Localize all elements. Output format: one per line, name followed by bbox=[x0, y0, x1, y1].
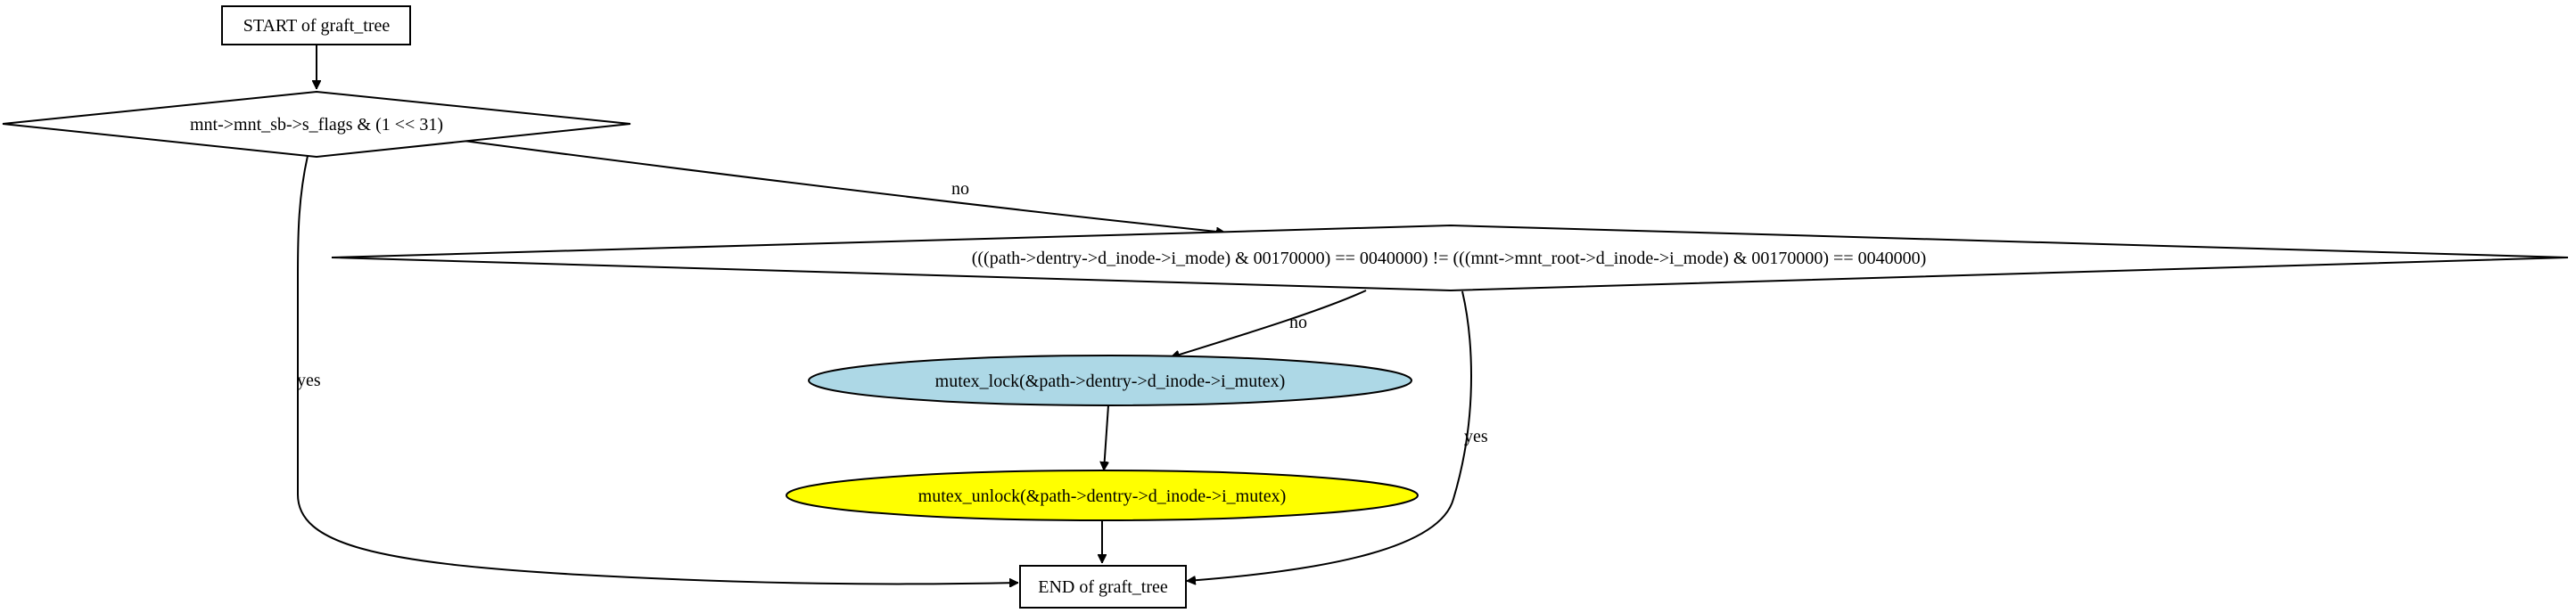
edge-labels-layer: no yes no yes bbox=[297, 179, 1488, 446]
start-node-box bbox=[221, 5, 411, 45]
end-node: END of graft_tree bbox=[1019, 565, 1187, 609]
nodes-layer: START of graft_tree mnt->mnt_sb->s_flags… bbox=[2, 5, 2569, 609]
mutex-lock-label: mutex_lock(&path->dentry->d_inode->i_mut… bbox=[935, 372, 1286, 391]
mutex-lock-node: mutex_lock(&path->dentry->d_inode->i_mut… bbox=[808, 355, 1412, 406]
end-node-label: END of graft_tree bbox=[1038, 577, 1168, 597]
edge-label-mode-no: no bbox=[1289, 313, 1307, 332]
edge-label-flags-no: no bbox=[951, 179, 969, 199]
mode-decision-label: (((path->dentry->d_inode->i_mode) & 0017… bbox=[972, 249, 1927, 268]
mutex-lock-ellipse bbox=[808, 355, 1412, 406]
edges-layer bbox=[297, 45, 1472, 584]
edge-label-mode-yes: yes bbox=[1464, 427, 1488, 446]
start-node-label: START of graft_tree bbox=[243, 16, 391, 36]
edge-lock-to-unlock bbox=[1104, 405, 1109, 470]
mutex-unlock-label: mutex_unlock(&path->dentry->d_inode->i_m… bbox=[918, 486, 1287, 506]
mutex-unlock-node: mutex_unlock(&path->dentry->d_inode->i_m… bbox=[786, 470, 1419, 521]
flags-decision-label: mnt->mnt_sb->s_flags & (1 << 31) bbox=[190, 115, 443, 135]
mode-decision-diamond bbox=[331, 224, 2569, 292]
flags-decision-node: mnt->mnt_sb->s_flags & (1 << 31) bbox=[2, 90, 631, 159]
mode-decision-node: (((path->dentry->d_inode->i_mode) & 0017… bbox=[331, 224, 2569, 292]
edge-flags-yes-to-end bbox=[297, 155, 1018, 584]
mutex-unlock-ellipse bbox=[786, 470, 1419, 521]
flags-decision-diamond bbox=[2, 90, 631, 159]
edge-flags-no-to-mode bbox=[463, 140, 1225, 233]
edge-mode-no-to-lock bbox=[1171, 290, 1367, 357]
edge-label-flags-yes: yes bbox=[297, 371, 321, 390]
start-node: START of graft_tree bbox=[221, 5, 411, 45]
edge-mode-yes-to-end bbox=[1187, 290, 1472, 581]
end-node-box bbox=[1019, 565, 1187, 609]
